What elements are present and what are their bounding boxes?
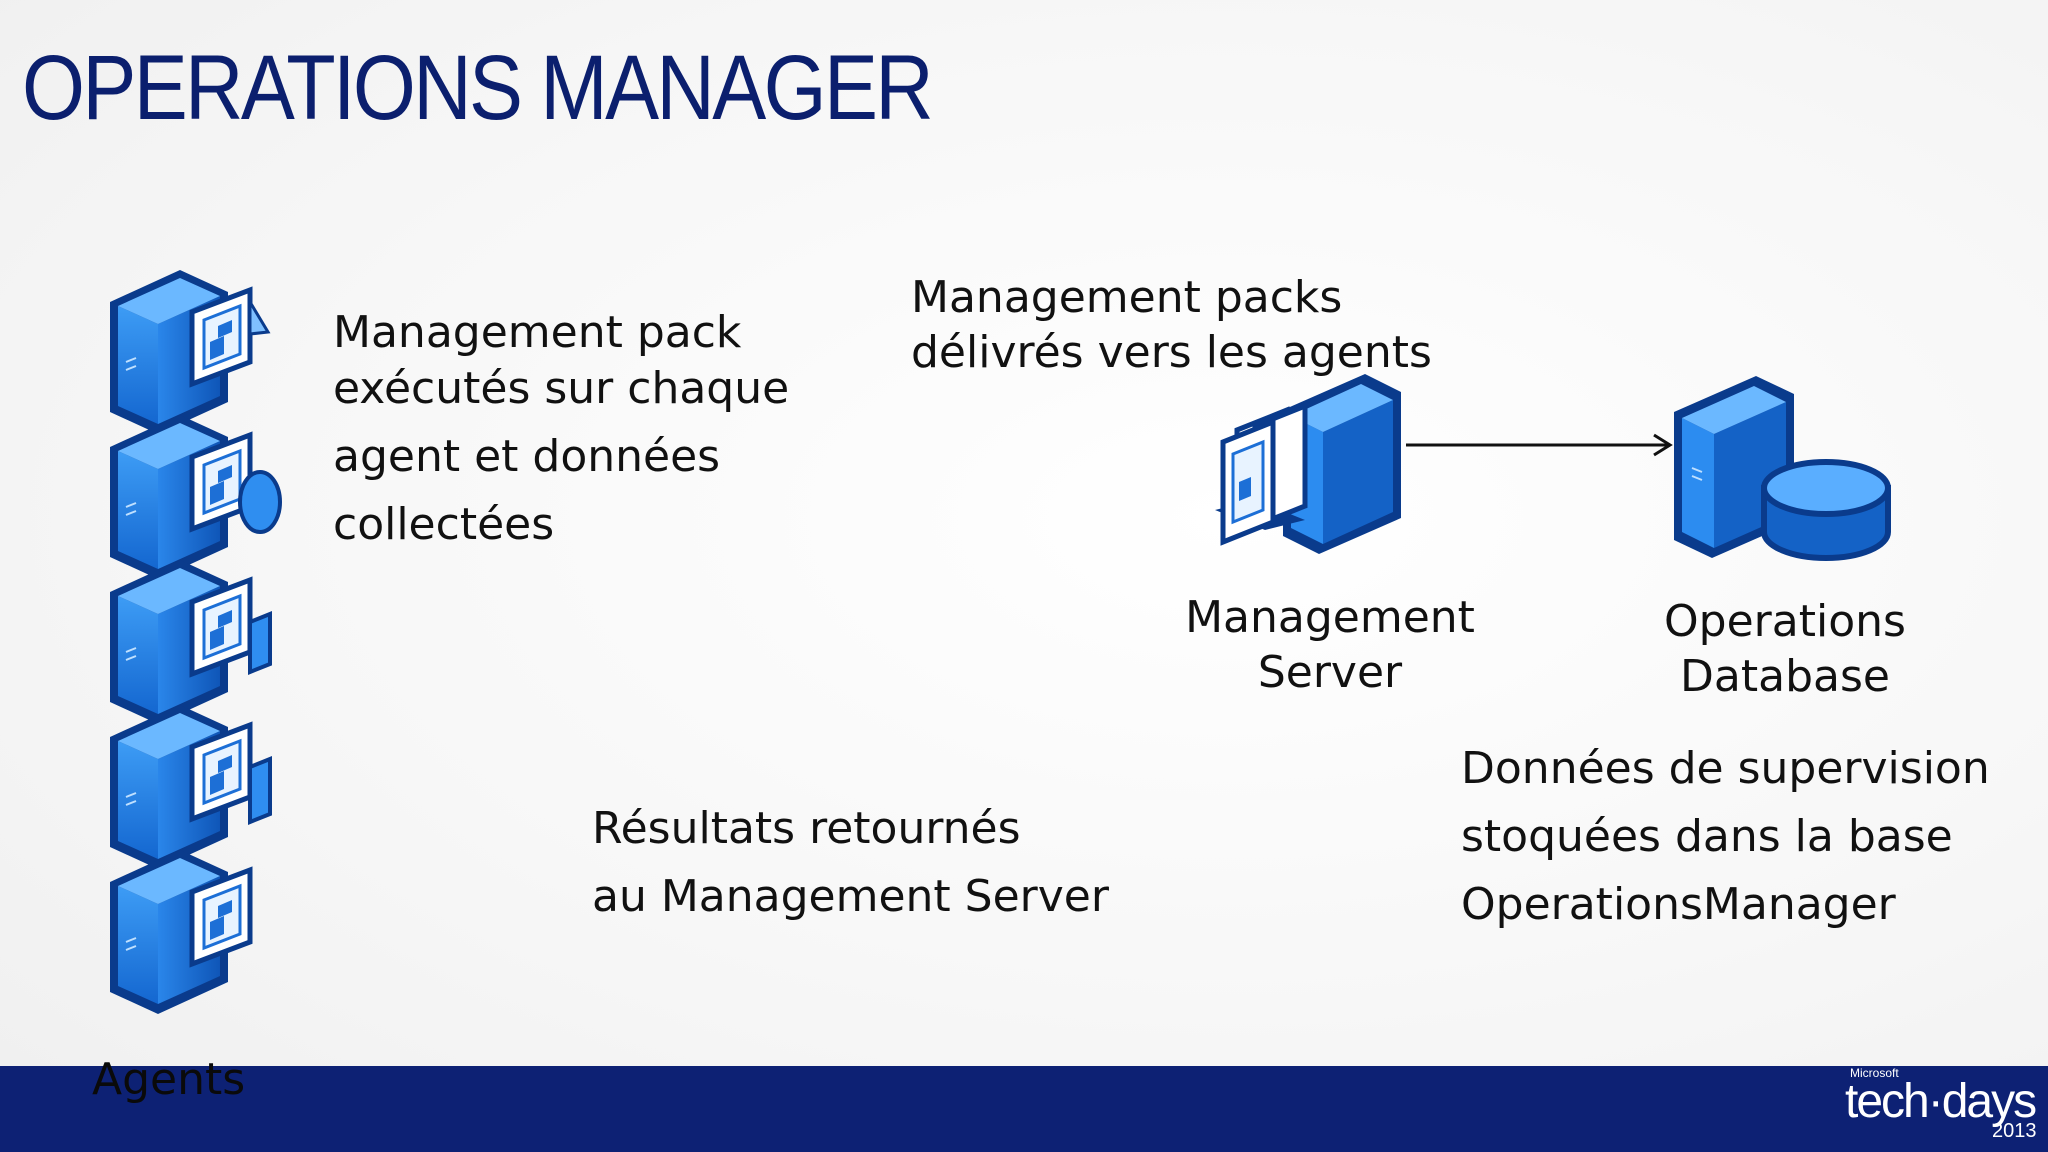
results-note-line: Résultats retournés xyxy=(592,803,1021,854)
database-note-line: OperationsManager xyxy=(1461,879,1896,930)
results-note: Résultats retournés au Management Server xyxy=(592,795,1109,931)
logo-microsoft: Microsoft xyxy=(1850,1066,1899,1080)
database-note-line: stoquées dans la base xyxy=(1461,811,1953,862)
packs-note-line: délivrés vers les agents xyxy=(911,327,1432,378)
arrow-right-icon xyxy=(1406,433,1673,457)
agent-server-icon xyxy=(110,705,272,869)
management-server-label-line: Management xyxy=(1185,592,1475,643)
slide-title: OPERATIONS MANAGER xyxy=(22,37,934,139)
footer-bar xyxy=(0,1066,2048,1152)
agents-note: Management pack exécutés sur chaque agen… xyxy=(333,299,789,559)
packs-note: Management packs délivrés vers les agent… xyxy=(911,270,1432,380)
agent-server-icon xyxy=(110,415,282,579)
database-note-line: Données de supervision xyxy=(1461,743,1990,794)
packs-note-line: Management packs xyxy=(911,272,1343,323)
operations-database-label-line: Operations xyxy=(1664,596,1906,647)
management-server-label-line: Server xyxy=(1257,647,1403,698)
operations-database-label-line: Database xyxy=(1680,651,1890,702)
agents-note-line: Management pack xyxy=(333,307,742,358)
agent-server-icon xyxy=(110,850,250,1014)
logo-year: 2013 xyxy=(1992,1120,2037,1142)
agents-note-line: collectées xyxy=(333,499,555,550)
logo-techdays: tech·days xyxy=(1845,1075,2037,1128)
agent-stack xyxy=(100,262,282,1042)
management-server-label: Management Server xyxy=(1180,590,1480,700)
agents-note-line: exécutés sur chaque xyxy=(333,363,790,414)
agents-note-line: agent et données xyxy=(333,431,721,482)
agent-server-icon xyxy=(110,270,271,434)
agents-label: Agents xyxy=(92,1054,246,1105)
management-server-icon xyxy=(1215,374,1401,554)
database-note: Données de supervision stoquées dans la … xyxy=(1461,735,1990,939)
results-note-line: au Management Server xyxy=(592,871,1109,922)
operations-database-label: Operations Database xyxy=(1640,594,1930,704)
database-server-icon xyxy=(1674,376,1891,561)
agent-server-icon xyxy=(110,560,272,724)
